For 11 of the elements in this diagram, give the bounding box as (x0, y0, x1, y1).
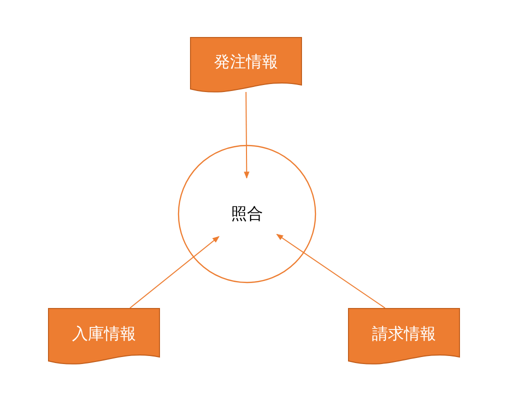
arrow (276, 234, 386, 308)
node-label: 請求情報 (372, 324, 436, 344)
node-label: 照合 (231, 204, 263, 224)
document-shape (348, 308, 460, 366)
process-circle (178, 145, 316, 283)
node-label: 発注情報 (214, 52, 278, 73)
document-shape (48, 308, 160, 366)
document-shape (190, 37, 302, 94)
arrow (244, 92, 250, 179)
node-label: 入庫情報 (72, 324, 136, 344)
arrow (130, 236, 220, 308)
